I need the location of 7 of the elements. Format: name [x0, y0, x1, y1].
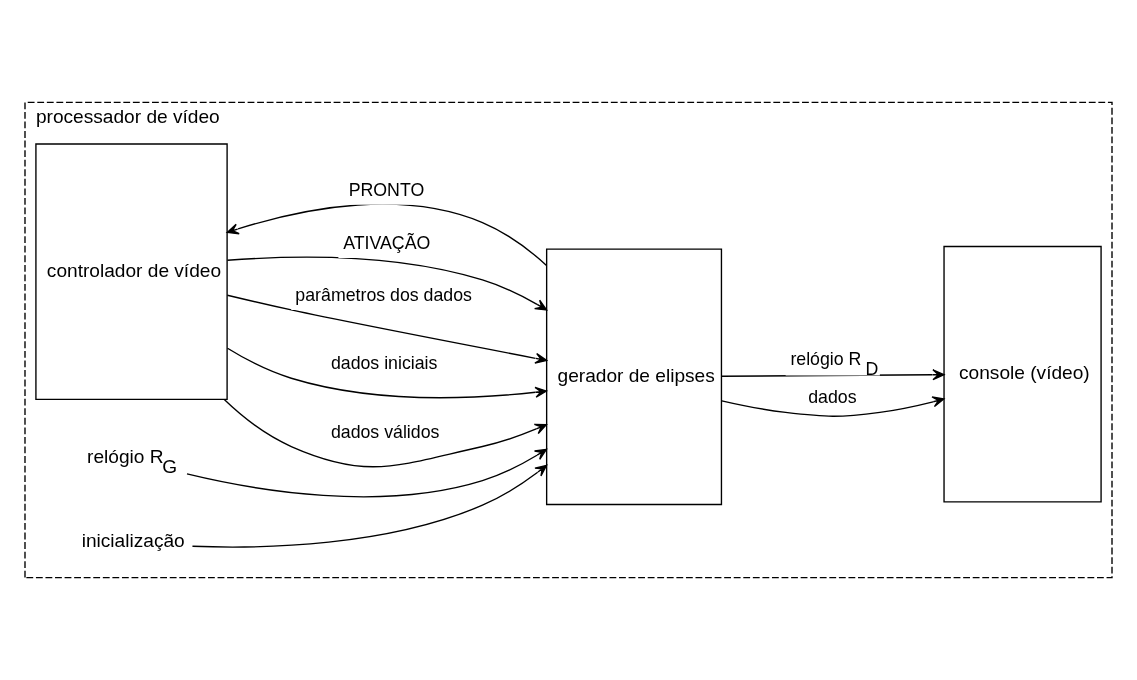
edge-label: dados — [808, 387, 857, 408]
edge-label: ATIVAÇÃO — [343, 233, 431, 254]
edge-label: dados iniciais — [330, 353, 438, 374]
edge-label: dados válidos — [330, 421, 440, 442]
edge-label: parâmetros dos dados — [295, 284, 473, 305]
node-text: inicialização — [81, 530, 185, 552]
edge-label: PRONTO — [348, 179, 425, 200]
